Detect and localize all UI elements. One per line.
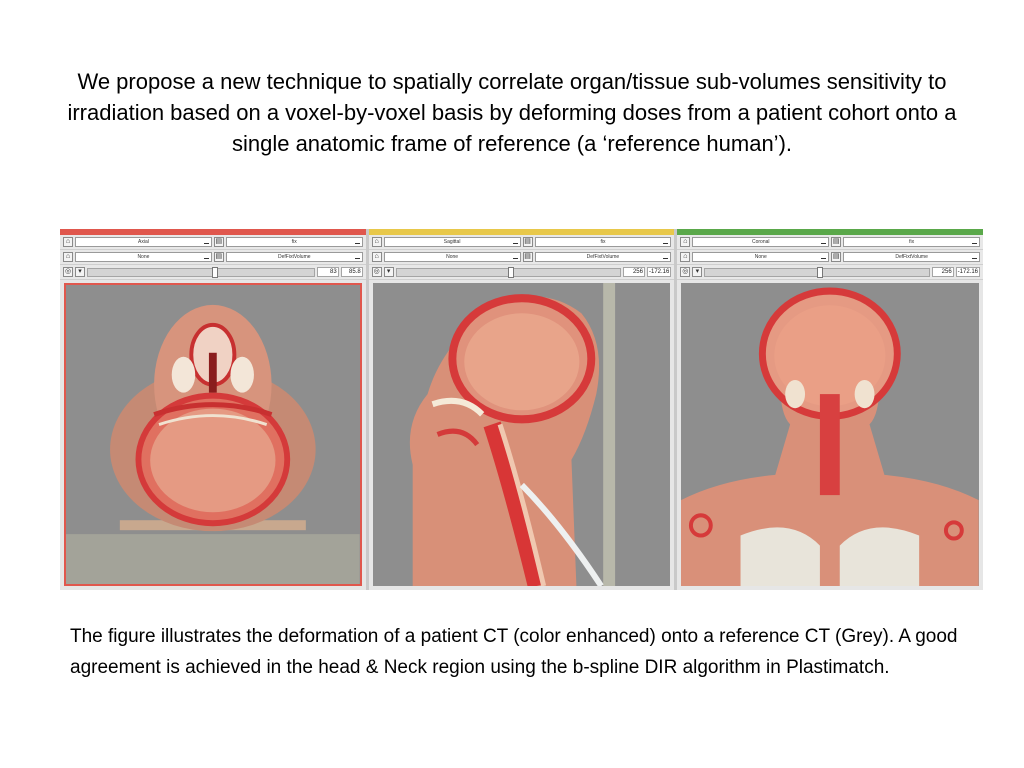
axial-panel: ⌂ Axial ▤ fix ⌂ None ▤ DefFixtVolume ◎ ▾… [60,229,366,590]
coronal-ct-image [681,283,980,586]
coronal-view-row: ⌂ Coronal ▤ fix [677,235,984,250]
axial-color-bar [60,229,366,235]
folder-icon[interactable]: ▤ [831,237,842,247]
coronal-slider-thumb[interactable] [817,266,823,278]
axial-ct-image [66,285,360,584]
lock-icon[interactable]: ⌂ [63,252,73,262]
sagittal-volume-select[interactable]: DefFixtVolume [534,252,672,262]
coronal-overlay-select[interactable]: fix [843,237,981,247]
axial-slider-thumb[interactable] [212,266,219,278]
sagittal-overlay-select[interactable]: fix [534,237,672,247]
axial-overlay-select[interactable]: fix [225,237,363,247]
sagittal-image-view[interactable] [372,283,671,586]
folder-icon[interactable]: ▤ [213,237,224,247]
reset-icon[interactable]: ◎ [680,267,691,277]
sagittal-view-row: ⌂ Sagittal ▤ fix [368,235,675,250]
coronal-slice-slider[interactable] [704,266,930,278]
coronal-mode-row: ⌂ None ▤ DefFixtVolume [677,250,984,265]
axial-mode-select[interactable]: None [75,252,212,262]
axial-view-row: ⌂ Axial ▤ fix [60,235,366,250]
coronal-view-select[interactable]: Coronal [692,237,830,247]
reset-icon[interactable]: ◎ [371,267,382,277]
coronal-slice-number[interactable]: 256 [931,267,954,277]
folder-icon[interactable]: ▤ [213,252,224,262]
coronal-slice-row: ◎ ▾ 256 -172.16 [677,265,984,280]
coronal-image-view[interactable] [681,283,980,586]
coronal-color-bar [677,229,984,235]
axial-slice-slider[interactable] [87,266,315,278]
lock-icon[interactable]: ⌂ [680,252,691,262]
sagittal-panel: ⌂ Sagittal ▤ fix ⌂ None ▤ DefFixtVolume … [368,229,675,590]
axial-slice-number[interactable]: 83 [316,267,339,277]
sagittal-slice-slider[interactable] [395,266,621,278]
lock-icon[interactable]: ⌂ [680,237,691,247]
sagittal-view-select[interactable]: Sagittal [383,237,521,247]
figure-dir-viewer: ⌂ Axial ▤ fix ⌂ None ▤ DefFixtVolume ◎ ▾… [60,229,984,590]
sagittal-slice-row: ◎ ▾ 256 -172.16 [368,265,675,280]
sagittal-slider-thumb[interactable] [508,266,515,278]
chevron-down-icon[interactable]: ▾ [383,267,394,277]
coronal-volume-select[interactable]: DefFixtVolume [843,252,981,262]
axial-mode-row: ⌂ None ▤ DefFixtVolume [60,250,366,265]
folder-icon[interactable]: ▤ [831,252,842,262]
sagittal-color-bar [368,229,675,235]
sagittal-slice-number[interactable]: 256 [622,267,645,277]
chevron-down-icon[interactable]: ▾ [692,267,703,277]
lock-icon[interactable]: ⌂ [371,252,382,262]
sagittal-mode-row: ⌂ None ▤ DefFixtVolume [368,250,675,265]
axial-volume-select[interactable]: DefFixtVolume [225,252,363,262]
coronal-slice-position[interactable]: -172.16 [955,267,981,277]
reset-icon[interactable]: ◎ [63,267,73,277]
folder-icon[interactable]: ▤ [522,252,533,262]
axial-slice-row: ◎ ▾ 83 85.8 [60,265,366,280]
axial-slice-position[interactable]: 85.8 [340,267,363,277]
axial-view-select[interactable]: Axial [75,237,212,247]
sagittal-ct-image [372,283,671,586]
lock-icon[interactable]: ⌂ [63,237,73,247]
lock-icon[interactable]: ⌂ [371,237,382,247]
slide-title: We propose a new technique to spatially … [67,69,957,156]
folder-icon[interactable]: ▤ [522,237,533,247]
coronal-panel: ⌂ Coronal ▤ fix ⌂ None ▤ DefFixtVolume ◎… [677,229,984,590]
axial-image-view[interactable] [64,283,362,586]
coronal-mode-select[interactable]: None [692,252,830,262]
figure-caption: The figure illustrates the deformation o… [70,626,958,678]
sagittal-mode-select[interactable]: None [383,252,521,262]
sagittal-slice-position[interactable]: -172.16 [646,267,672,277]
chevron-down-icon[interactable]: ▾ [75,267,85,277]
